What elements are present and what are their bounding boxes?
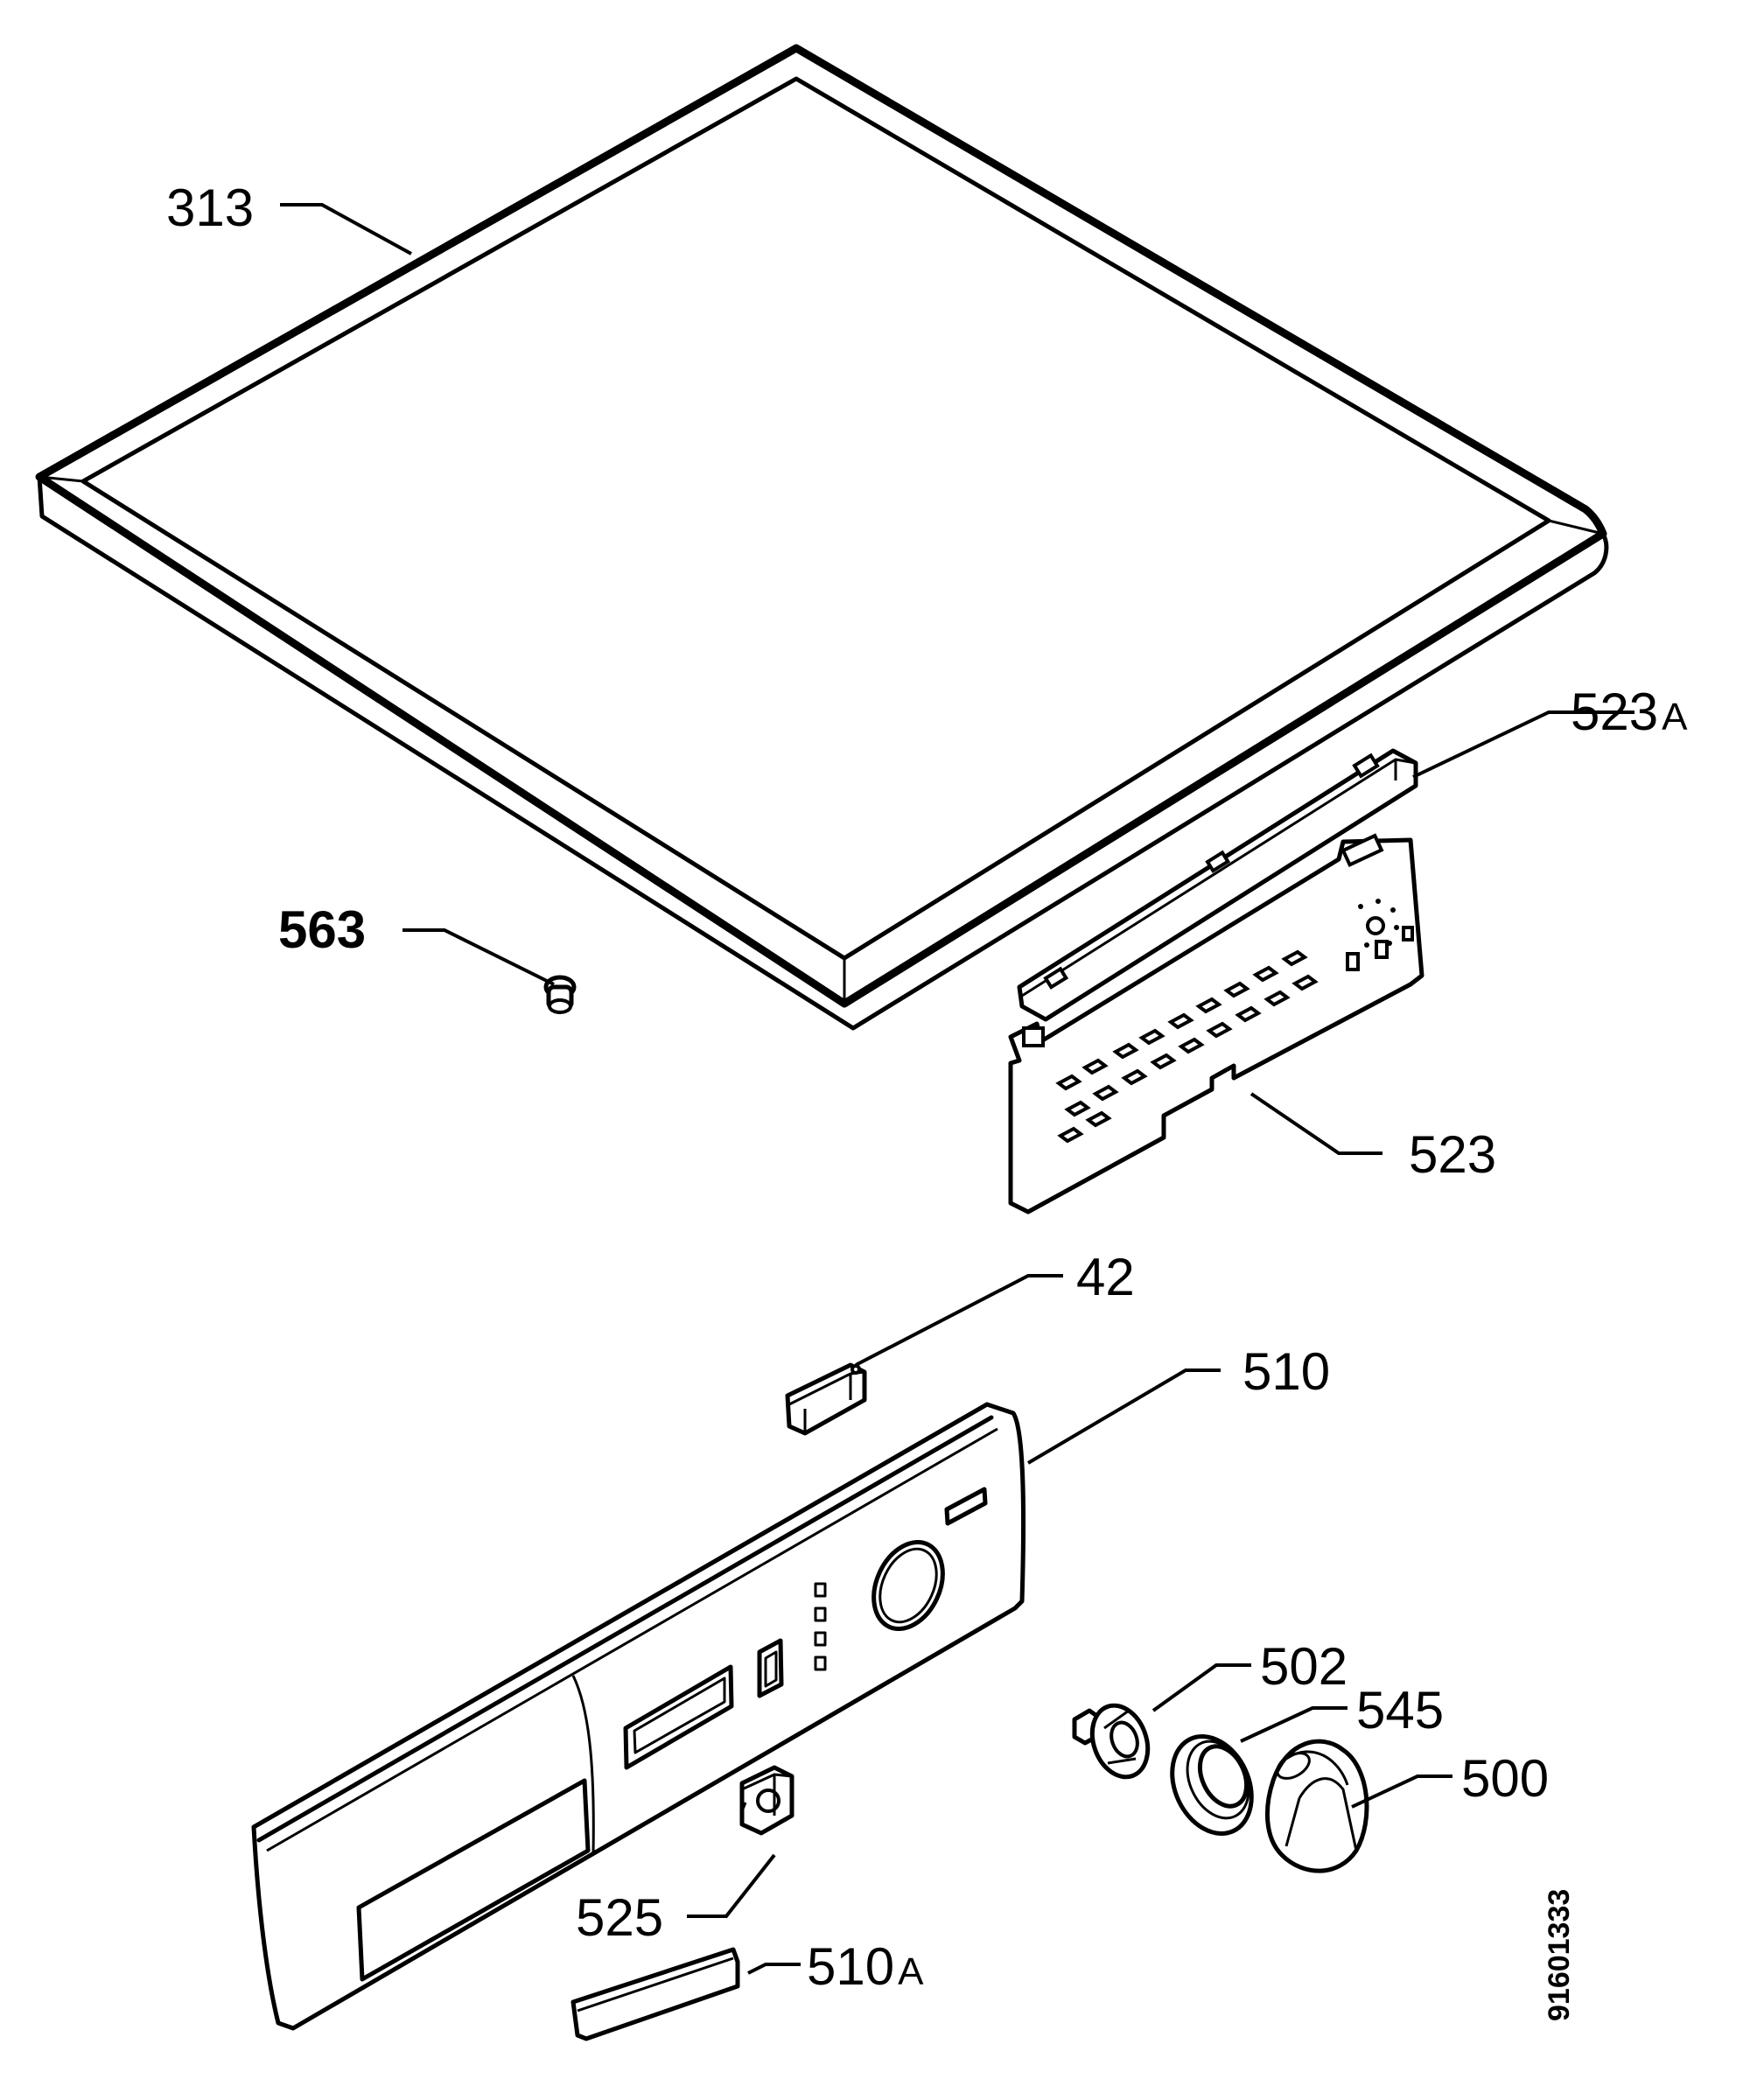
- part-313-worktop: [35, 44, 1609, 1031]
- label-510a-number: 510: [807, 1937, 894, 1996]
- label-510a-suffix: A: [898, 1950, 924, 1993]
- part-500-knob: [1264, 1739, 1369, 1873]
- label-545: 545: [1356, 1681, 1444, 1740]
- label-313: 313: [166, 178, 254, 237]
- label-525: 525: [576, 1888, 663, 1947]
- label-500: 500: [1461, 1749, 1549, 1808]
- label-502: 502: [1260, 1637, 1348, 1696]
- part-502-knob-insert: [1072, 1703, 1151, 1780]
- part-563-plug: [543, 975, 577, 1014]
- label-510a: 510A: [807, 1937, 924, 1996]
- part-523-electronic-board: [1008, 833, 1424, 1214]
- board-ventilation-slots: [1055, 949, 1319, 1144]
- label-523a-number: 523: [1571, 682, 1658, 741]
- label-42: 42: [1076, 1248, 1135, 1306]
- label-523a: 523A: [1571, 682, 1688, 741]
- label-523: 523: [1409, 1125, 1496, 1184]
- part-510a-label-strip: [570, 1947, 740, 2041]
- part-525-push-button: [739, 1765, 794, 1836]
- part-523a-rail-bracket: [1017, 748, 1418, 1022]
- part-510-control-panel: [251, 1402, 1026, 2031]
- document-number: 91601333: [1543, 1889, 1576, 2021]
- label-523a-suffix: A: [1662, 696, 1688, 738]
- leader-lines: [280, 203, 1634, 1975]
- part-545-ring: [1170, 1734, 1254, 1836]
- label-510: 510: [1242, 1342, 1330, 1401]
- label-563: 563: [278, 900, 366, 959]
- part-42-clip: [785, 1362, 867, 1436]
